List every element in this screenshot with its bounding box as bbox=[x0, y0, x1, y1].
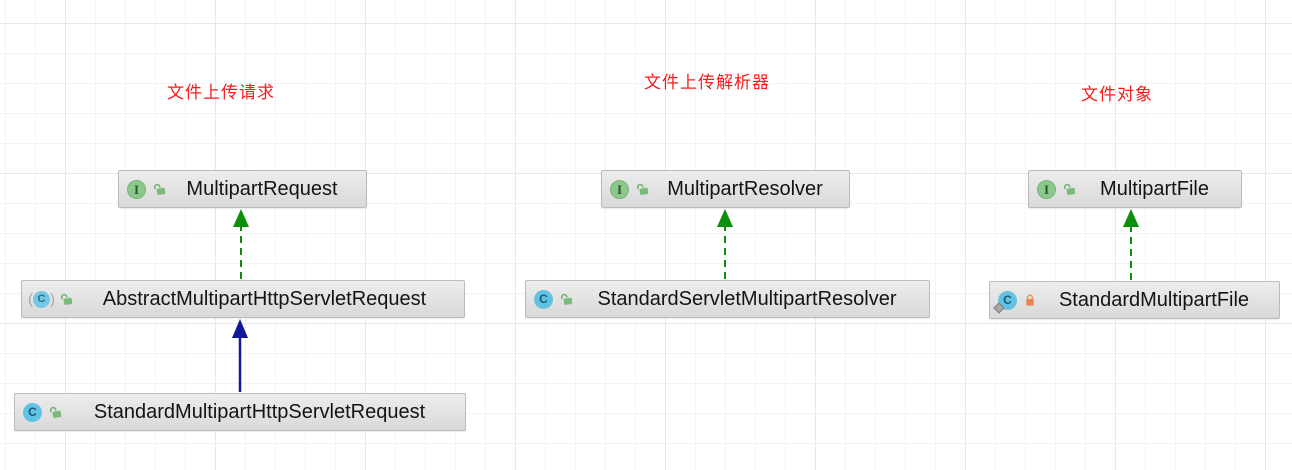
edge-implements-multipart-resolver bbox=[717, 209, 733, 279]
node-label: MultipartResolver bbox=[667, 177, 823, 200]
edge-extends-abstract-multipart-http-servlet-request bbox=[232, 319, 248, 392]
unlocked-public-icon bbox=[1062, 182, 1076, 196]
interface-icon: I bbox=[1037, 179, 1056, 199]
unlocked-public-icon bbox=[59, 292, 73, 306]
edge-implements-multipart-file bbox=[1123, 209, 1139, 280]
unlocked-public-icon bbox=[559, 292, 573, 306]
class-icon: C bbox=[534, 289, 553, 309]
node-multipart-file[interactable]: I MultipartFile bbox=[1028, 170, 1242, 208]
arrowhead-icon bbox=[717, 209, 733, 227]
static-class-icon: C bbox=[993, 290, 1017, 314]
unlocked-public-icon bbox=[635, 182, 649, 196]
node-label: StandardMultipartFile bbox=[1058, 288, 1250, 311]
annotation-upload-request: 文件上传请求 bbox=[167, 83, 275, 102]
node-label: MultipartFile bbox=[1100, 177, 1209, 200]
abstract-class-icon: ( C ) bbox=[28, 290, 55, 308]
node-standard-multipart-file[interactable]: C StandardMultipartFile bbox=[989, 281, 1280, 319]
interface-icon: I bbox=[610, 179, 629, 199]
arrowhead-icon bbox=[233, 209, 249, 227]
node-label: MultipartRequest bbox=[186, 177, 338, 200]
unlocked-public-icon bbox=[152, 182, 166, 196]
interface-icon: I bbox=[127, 179, 146, 199]
node-label: StandardMultipartHttpServletRequest bbox=[93, 400, 426, 423]
arrowhead-icon bbox=[232, 319, 248, 338]
node-abstract-multipart-http-servlet-request[interactable]: ( C ) AbstractMultipartHttpServletReques… bbox=[21, 280, 465, 318]
unlocked-public-icon bbox=[48, 405, 62, 419]
node-label: StandardServletMultipartResolver bbox=[597, 287, 897, 310]
annotation-upload-resolver: 文件上传解析器 bbox=[644, 73, 770, 92]
node-standard-multipart-http-servlet-request[interactable]: C StandardMultipartHttpServletRequest bbox=[14, 393, 466, 431]
node-multipart-resolver[interactable]: I MultipartResolver bbox=[601, 170, 850, 208]
node-label: AbstractMultipartHttpServletRequest bbox=[102, 287, 427, 310]
node-standard-servlet-multipart-resolver[interactable]: C StandardServletMultipartResolver bbox=[525, 280, 930, 318]
node-multipart-request[interactable]: I MultipartRequest bbox=[118, 170, 367, 208]
edge-implements-multipart-request bbox=[233, 209, 249, 279]
arrowhead-icon bbox=[1123, 209, 1139, 227]
locked-restricted-icon bbox=[1023, 293, 1037, 307]
class-icon: C bbox=[23, 402, 42, 422]
annotation-file-object: 文件对象 bbox=[1081, 85, 1153, 104]
